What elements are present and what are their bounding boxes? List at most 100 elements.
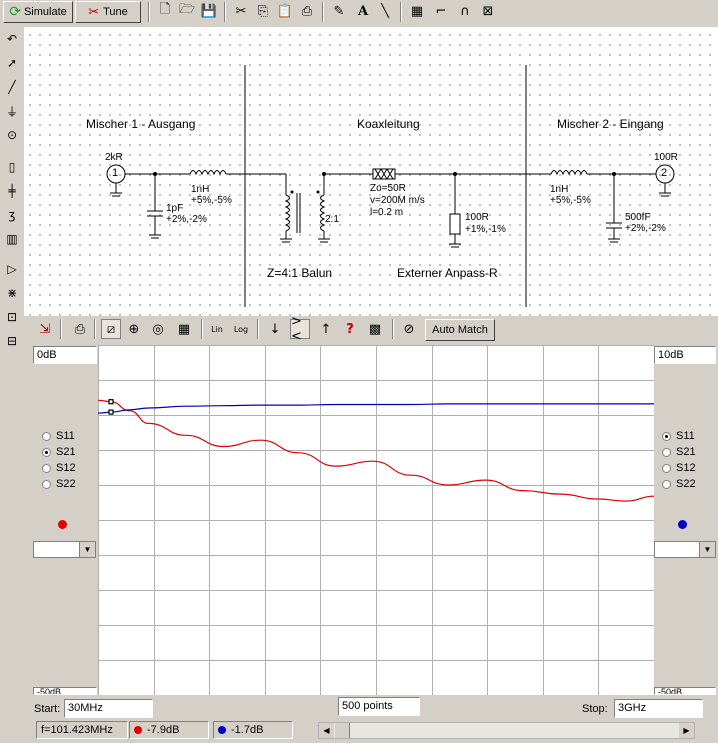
- main-toolbar: ⟳ Simulate ✂ Tune 🗋 🗁 💾 ✂ ⎘ 📋 ⎙ ✎ A ╲ ▦ …: [0, 0, 718, 24]
- log-scale-button[interactable]: Log: [231, 319, 251, 339]
- right-trace-select[interactable]: ▼: [654, 541, 716, 558]
- wire-icon[interactable]: ╱: [8, 80, 16, 94]
- capacitor2-value: 500fF: [625, 212, 651, 223]
- smith-chart-icon[interactable]: ⊕: [128, 321, 140, 337]
- left-trace-panel: 0dB S11 S21 S12 S22 ▼ -50dB: [33, 344, 98, 695]
- left-radio-s12[interactable]: S12: [42, 462, 76, 474]
- section-label-left: Mischer 1 - Ausgang: [86, 117, 196, 131]
- inductor2-tolerance: +5%,-5%: [550, 195, 591, 206]
- scroll-right-icon[interactable]: ▶: [679, 723, 694, 738]
- schematic-canvas[interactable]: Mischer 1 - Ausgang Koaxleitung Mischer …: [24, 27, 718, 316]
- help-icon[interactable]: ?: [346, 321, 354, 337]
- paste-icon[interactable]: 📋: [276, 3, 294, 19]
- right-radio-s22-circle: [662, 479, 671, 489]
- right-bottom-scale-field[interactable]: -50dB: [654, 687, 716, 695]
- plot-area[interactable]: [98, 345, 654, 695]
- arrow-down-icon[interactable]: ↓: [269, 321, 281, 337]
- transmission-line-icon[interactable]: ∩: [460, 3, 470, 19]
- left-radio-s22[interactable]: S22: [42, 478, 76, 490]
- amplifier-icon[interactable]: ▷: [7, 262, 17, 276]
- calculator-icon[interactable]: ▦: [410, 3, 424, 19]
- component-toolbar: ↶ ➚ ╱ ⏚ ⊙ ▯ ╪ ʒ ▥ ▷ ⋇ ⊡ ⊟: [0, 27, 24, 357]
- s-parameter-chart: [98, 345, 654, 695]
- cut-icon[interactable]: ✂: [235, 3, 247, 19]
- simulate-button[interactable]: ⟳ Simulate: [3, 1, 73, 23]
- copy-icon[interactable]: ⎘: [257, 3, 269, 19]
- points-field[interactable]: 500 points: [338, 697, 420, 716]
- capacitor2-tolerance: +2%,-2%: [625, 223, 666, 234]
- s21-trace-line: [98, 399, 654, 502]
- plot-toolbar: ⇲ ⎙ ⧄ ⊕ ◎ ▦ Lin Log ↓ >< ↑ ? ▩ ⊘ Auto Ma…: [24, 314, 718, 344]
- marker-icon[interactable]: ⊘: [403, 321, 415, 337]
- rotate-icon[interactable]: ↶: [6, 32, 18, 46]
- arrow-up-icon[interactable]: ↑: [320, 321, 332, 337]
- inductor-icon[interactable]: ʒ: [8, 208, 16, 222]
- transformer-ratio: 2:1: [325, 214, 339, 225]
- left-radio-s21[interactable]: S21: [42, 446, 76, 458]
- left-bottom-scale-field[interactable]: -50dB: [33, 687, 97, 695]
- left-trace-readout: -7.9dB: [129, 721, 209, 739]
- polar-chart-icon[interactable]: ◎: [152, 321, 164, 337]
- trace-marker[interactable]: [108, 409, 114, 415]
- capacitor1-value: 1pF: [166, 203, 184, 214]
- right-radio-s22-label: S22: [676, 478, 696, 490]
- lin-scale-button[interactable]: Lin: [207, 319, 227, 339]
- frequency-readout-text: f=101.423MHz: [41, 724, 113, 736]
- frequency-readout: f=101.423MHz: [36, 721, 128, 739]
- draw-icon[interactable]: ✎: [333, 3, 345, 19]
- port1-tool-icon[interactable]: ⊡: [6, 310, 18, 324]
- left-top-scale-field[interactable]: 0dB: [33, 346, 97, 364]
- right-trace-readout-text: -1.7dB: [231, 724, 264, 736]
- optimize-icon[interactable]: ▩: [368, 321, 382, 337]
- left-trace-color-dot[interactable]: [58, 520, 67, 529]
- scroll-left-icon[interactable]: ◀: [319, 723, 334, 738]
- frequency-scrollbar[interactable]: ◀ ▶: [318, 722, 695, 739]
- stub-icon[interactable]: ⌐: [435, 3, 447, 19]
- open-folder-icon[interactable]: 🗁: [178, 2, 196, 17]
- right-radio-s22[interactable]: S22: [662, 478, 696, 490]
- right-radio-s21[interactable]: S21: [662, 446, 696, 458]
- new-file-icon[interactable]: 🗋: [159, 2, 171, 17]
- trace-marker[interactable]: [108, 399, 114, 405]
- smith-tool-icon[interactable]: ⊠: [482, 3, 494, 19]
- stop-frequency-field[interactable]: 3GHz: [614, 699, 703, 718]
- right-trace-color-dot[interactable]: [678, 520, 687, 529]
- rect-plot-icon[interactable]: ⧄: [101, 319, 121, 339]
- section-label-right: Mischer 2 - Eingang: [557, 117, 664, 131]
- resistor-icon[interactable]: ▯: [8, 160, 16, 174]
- left-radio-s11[interactable]: S11: [42, 430, 75, 442]
- line-tool-icon[interactable]: ╲: [381, 3, 389, 19]
- tune-button[interactable]: ✂ Tune: [75, 1, 141, 23]
- right-radio-s11-circle: [662, 431, 671, 441]
- transformer-icon[interactable]: ▥: [6, 232, 18, 246]
- port2-tool-icon[interactable]: ⊟: [6, 334, 18, 348]
- port1-impedance: 2kR: [105, 152, 123, 163]
- left-trace-select[interactable]: ▼: [33, 541, 96, 558]
- start-label: Start:: [34, 703, 61, 715]
- scroll-thumb[interactable]: [335, 723, 350, 738]
- coupler-icon[interactable]: ⋇: [6, 286, 18, 300]
- start-frequency-field[interactable]: 30MHz: [64, 699, 153, 718]
- status-bar: f=101.423MHz -7.9dB -1.7dB ◀ ▶: [0, 720, 718, 742]
- auto-match-button[interactable]: Auto Match: [425, 319, 495, 341]
- text-tool-icon[interactable]: A: [357, 3, 369, 19]
- capacitor-icon[interactable]: ╪: [8, 184, 16, 198]
- right-trace-panel: 10dB S11 S21 S12 S22 ▼ -50dB: [654, 344, 718, 695]
- right-radio-s11-label: S11: [676, 430, 695, 442]
- print-icon[interactable]: ⎙: [301, 3, 313, 19]
- port-icon[interactable]: ⊙: [6, 128, 18, 142]
- right-radio-s11[interactable]: S11: [662, 430, 695, 442]
- section-label-middle: Koaxleitung: [357, 117, 420, 131]
- inductor2-value: 1nH: [550, 184, 569, 195]
- plot-print-icon[interactable]: ⎙: [74, 321, 86, 337]
- right-radio-s12[interactable]: S12: [662, 462, 696, 474]
- table-view-icon[interactable]: ▦: [177, 321, 191, 337]
- ground-icon[interactable]: ⏚: [5, 104, 18, 119]
- save-icon[interactable]: 💾: [200, 3, 218, 19]
- pointer-icon[interactable]: ➚: [6, 56, 18, 70]
- right-radio-s12-label: S12: [676, 462, 696, 474]
- export-icon[interactable]: ⇲: [39, 321, 51, 337]
- right-top-scale-field[interactable]: 10dB: [654, 346, 716, 364]
- zoom-in-icon[interactable]: ><: [290, 314, 310, 344]
- left-radio-s12-label: S12: [56, 462, 76, 474]
